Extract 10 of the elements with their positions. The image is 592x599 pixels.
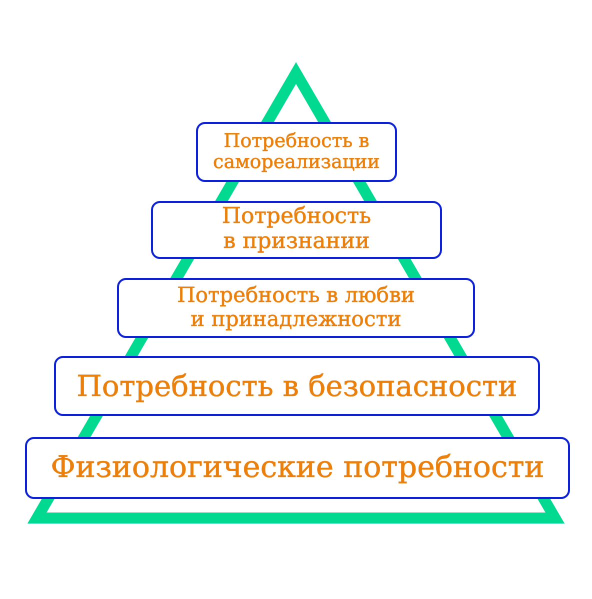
level-label: Потребность в признании [220,205,372,255]
level-label: Физиологические потребности [50,451,544,485]
level-label: Потребность в безопасности [76,370,518,402]
pyramid-level-box [25,437,570,499]
pyramid-level-box [117,278,475,338]
pyramid-level-box [54,356,540,416]
level-label: Потребность в самореализации [212,130,381,174]
pyramid-level-box [151,201,442,259]
level-label: Потребность в любви и принадлежности [176,284,416,332]
pyramid-level-box [196,122,397,182]
